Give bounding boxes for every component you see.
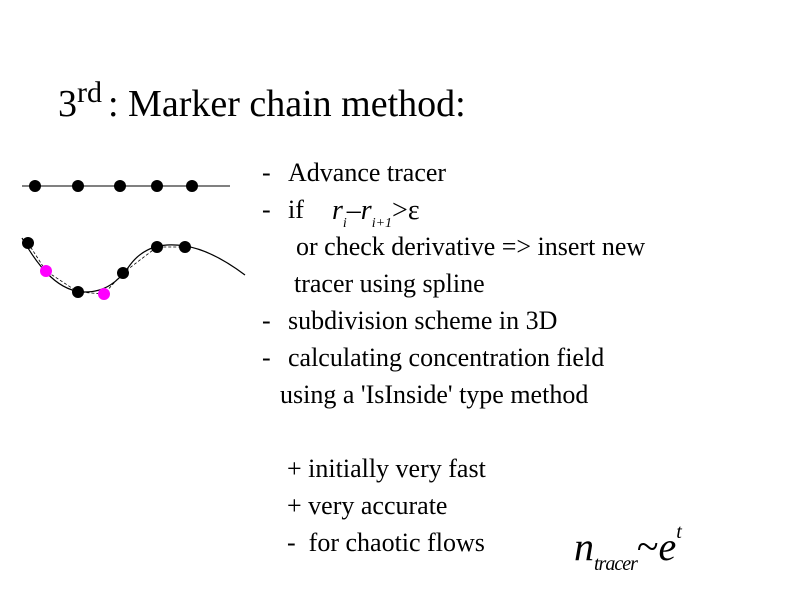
con-chaotic: - for chaotic flows [287,528,485,557]
pro-accurate: + very accurate [287,491,448,520]
deformed-chain-curve [21,237,246,293]
tracer-growth-formula: ntracer~et [574,521,682,575]
tracer-marker [151,241,163,253]
bullet-isinside: using a 'IsInside' type method [280,380,589,409]
bullet-concentration: -calculating concentration field [262,343,605,372]
title-ordinal-suffix: rd [77,76,102,109]
marker-chain-diagram [21,180,246,300]
inserted-tracer-marker [40,265,52,277]
tracer-marker [117,267,129,279]
bullet-subdivision: -subdivision scheme in 3D [262,306,558,335]
tracer-marker [186,180,198,192]
bullet-spline: tracer using spline [294,269,485,298]
tracer-marker [72,286,84,298]
tracer-marker [114,180,126,192]
bullet-check-derivative: or check derivative => insert new [296,232,646,261]
tracer-marker [72,180,84,192]
slide-title: 3rd: Marker chain method: [58,76,466,125]
bullet-advance-tracer: -Advance tracer [262,158,447,187]
tracer-marker [179,241,191,253]
tracer-marker [29,180,41,192]
inserted-tracer-marker [98,288,110,300]
tracer-marker [151,180,163,192]
title-ordinal: 3 [58,83,77,125]
tracer-marker [22,237,34,249]
distance-condition: ri–ri+1>ε [332,195,420,231]
bullet-if: -if [262,195,304,224]
pro-fast: + initially very fast [287,454,486,483]
title-text: : Marker chain method: [108,83,466,125]
